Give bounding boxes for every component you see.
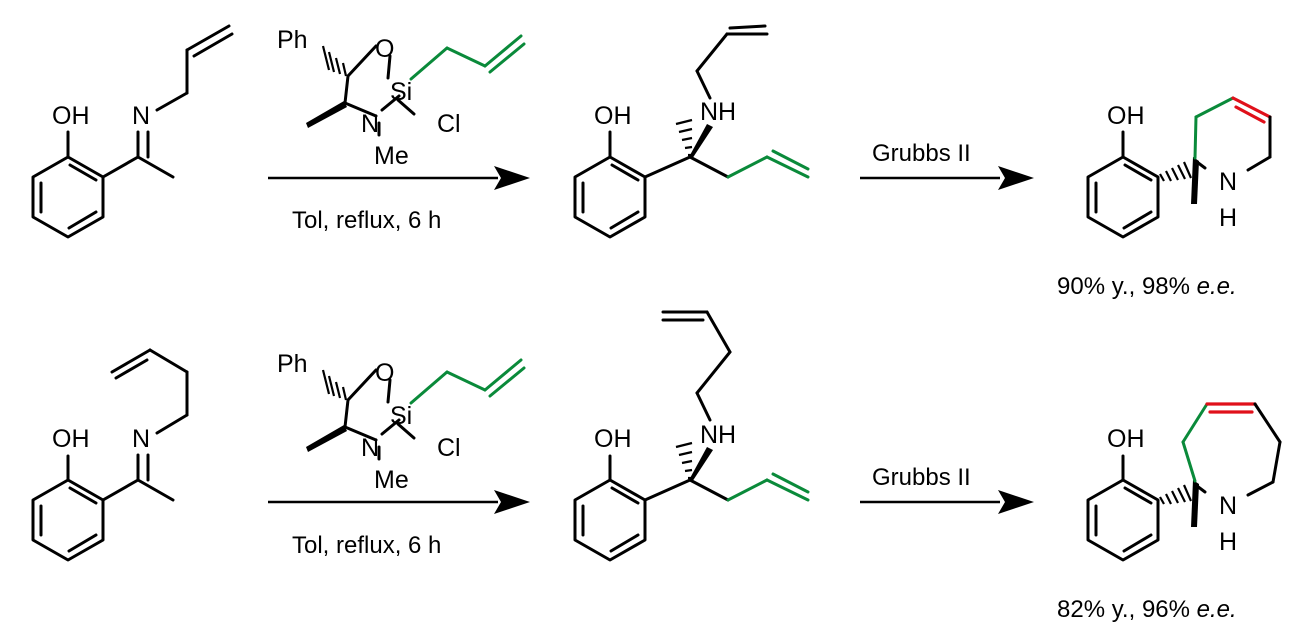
imine-nitrogen-label: N (132, 425, 150, 453)
allylsilane-reagent: Ph O Si Cl N Me (277, 26, 526, 170)
reaction-arrow: Tol, reflux, 6 h (268, 490, 530, 559)
amine-nh-label: NH (700, 421, 736, 449)
phenyl-label: Ph (277, 26, 308, 54)
hydroxyl-label: OH (594, 425, 632, 453)
result-label: 82% y., 96% e.e. (1057, 596, 1237, 623)
starting-imine-butenyl: OH N (31, 348, 189, 562)
homoallylic-amine-product: OH NH (573, 310, 810, 562)
starting-imine-allyl: OH N (31, 24, 234, 239)
oxygen-label: O (375, 359, 394, 387)
hydroxyl-label: OH (52, 102, 90, 130)
silicon-label: Si (390, 402, 412, 430)
rcm-arrow: Grubbs II (860, 140, 1034, 190)
hydroxyl-label: OH (594, 102, 632, 130)
ring-nitrogen-label: N (1219, 492, 1237, 520)
methyl-label: Me (374, 466, 409, 494)
ring-nh-hydrogen-label: H (1219, 204, 1237, 232)
ring-nitrogen-label: N (1219, 168, 1237, 196)
result-label: 90% y., 98% e.e. (1057, 273, 1237, 300)
homoallylic-amine-product: OH NH (573, 24, 810, 239)
allylsilane-reagent: Ph O Si Cl N Me (277, 350, 526, 494)
oxygen-label: O (375, 35, 394, 63)
reaction-arrow: Tol, reflux, 6 h (268, 166, 530, 234)
silicon-label: Si (390, 78, 412, 106)
amine-nitrogen-label: N (361, 110, 379, 138)
conditions-label: Tol, reflux, 6 h (292, 207, 441, 234)
imine-nitrogen-label: N (132, 102, 150, 130)
hydroxyl-label: OH (1107, 102, 1145, 130)
hydroxyl-label: OH (1107, 425, 1145, 453)
tetrahydropyridine-product: OH N H (1086, 96, 1272, 239)
rcm-arrow: Grubbs II (860, 464, 1034, 514)
phenyl-label: Ph (277, 350, 308, 378)
chlorine-label: Cl (437, 110, 461, 138)
rcm-reagent-label: Grubbs II (872, 140, 971, 167)
rcm-reagent-label: Grubbs II (872, 464, 971, 491)
conditions-label: Tol, reflux, 6 h (292, 532, 441, 559)
methyl-label: Me (374, 142, 409, 170)
hydroxyl-label: OH (52, 425, 90, 453)
amine-nitrogen-label: N (361, 434, 379, 462)
chlorine-label: Cl (437, 434, 461, 462)
amine-nh-label: NH (700, 98, 736, 126)
ring-nh-hydrogen-label: H (1219, 528, 1237, 556)
tetrahydroazepine-product: OH N H (1086, 402, 1282, 562)
